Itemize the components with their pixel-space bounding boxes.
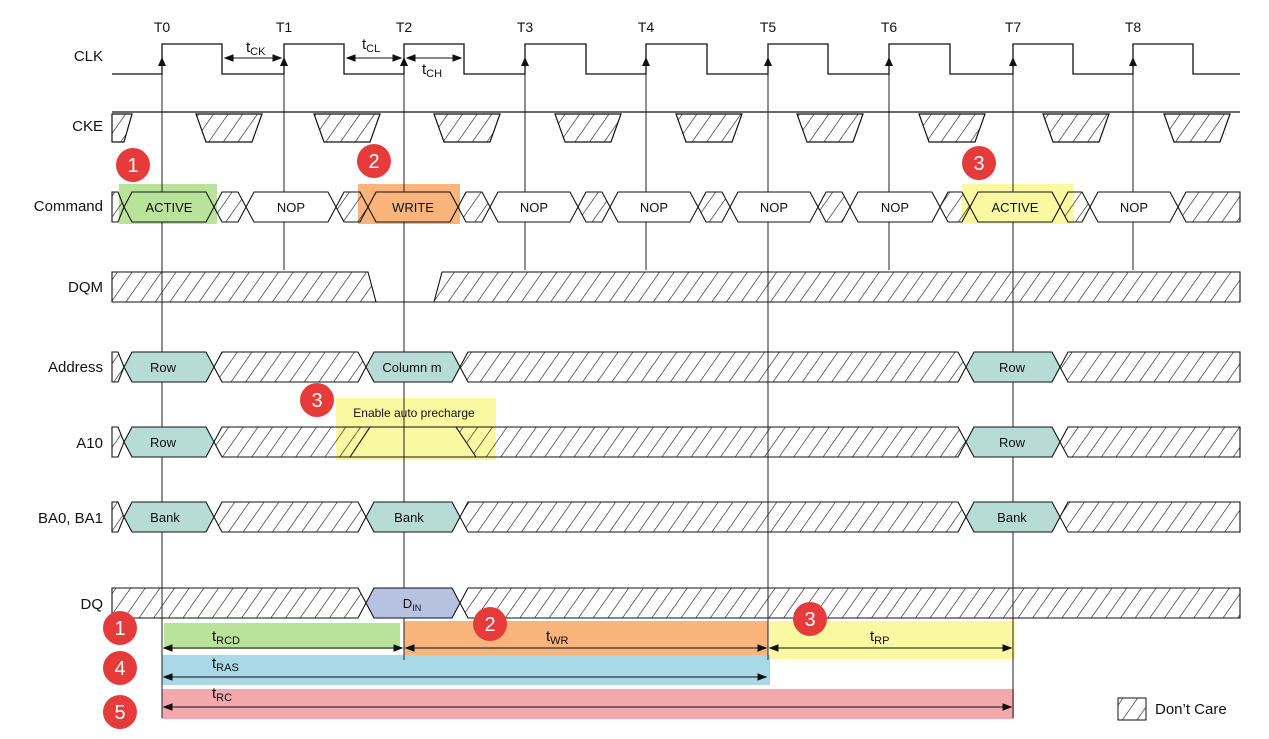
address-row-label: Row [150,360,177,375]
tick-label: T5 [760,19,777,35]
badge-cmd-write: 2 [357,144,391,178]
ba-bank-label: Bank [997,510,1027,525]
badge-trcd: 1 [103,611,137,645]
legend: Don’t Care [1117,697,1227,721]
tick-label: T3 [517,19,534,35]
signal-label-command: Command [34,198,103,215]
svg-text:4: 4 [114,658,125,680]
tick-label: T7 [1005,19,1022,35]
svg-text:5: 5 [114,702,125,724]
signal-label-address: Address [48,359,103,376]
command-label: NOP [881,200,909,215]
ba-waveform [111,501,1241,533]
command-label: NOP [520,200,548,215]
tick-label: T0 [154,19,171,35]
signal-label-dqm: DQM [68,279,103,296]
badge-trp: 3 [793,602,827,636]
tch-annotation [405,54,463,62]
tcl-label: tCL [362,36,380,55]
tras-label: tRAS [212,655,239,674]
tch-label: tCH [422,61,442,80]
badge-twr: 2 [473,607,507,641]
command-label: ACTIVE [146,200,193,215]
tick-label: T4 [638,19,655,35]
svg-text:1: 1 [114,618,125,640]
signal-label-ba: BA0, BA1 [38,510,103,527]
tick-label: T1 [276,19,293,35]
svg-text:1: 1 [127,155,138,177]
tick-label: T6 [881,19,898,35]
ba-bank-label: Bank [394,510,424,525]
tras-bar [162,655,770,685]
ba-bank-label: Bank [150,510,180,525]
badge-cmd-active1: 1 [116,148,150,182]
trc-label: tRC [212,685,232,704]
clock-tick-labels: T0 T1 T2 T3 T4 T5 T6 T7 T8 [154,19,1142,35]
timing-arrows [162,644,1013,711]
trc-bar [162,689,1014,719]
svg-text:2: 2 [484,614,495,636]
clk-rising-edge-arrows [158,57,1137,66]
svg-text:2: 2 [368,151,379,173]
signal-label-clk: CLK [74,48,103,65]
tck-annotation [223,54,283,62]
a10-row2-label: Row [999,435,1026,450]
twr-bar [404,621,768,659]
a10-row-label: Row [150,435,177,450]
address-row2-label: Row [999,360,1026,375]
tick-label: T2 [396,19,413,35]
clk-waveform [112,43,1240,75]
legend-label: Don’t Care [1155,701,1227,718]
signal-label-dq: DQ [81,596,104,613]
badge-cmd-active2: 3 [962,146,996,180]
svg-text:3: 3 [973,153,984,175]
address-column-label: Column m [382,360,441,375]
address-waveform [111,351,1241,383]
dq-din-label: DIN [403,596,421,613]
command-label: NOP [277,200,305,215]
trp-label: tRP [870,628,889,647]
dq-waveform [111,587,1241,619]
command-label: NOP [1120,200,1148,215]
svg-text:3: 3 [804,609,815,631]
signal-label-cke: CKE [72,118,103,135]
command-label: NOP [640,200,668,215]
tcl-annotation [345,54,403,62]
badge-a10-note: 3 [300,383,334,417]
badge-tras: 4 [103,651,137,685]
trcd-label: tRCD [212,628,240,647]
a10-waveform [111,426,1241,458]
auto-precharge-note: Enable auto precharge [353,406,475,420]
legend-hatch-swatch [1117,697,1147,721]
tick-label: T8 [1125,19,1142,35]
tck-label: tCK [246,39,266,58]
command-label: WRITE [392,200,434,215]
command-waveform [111,191,1241,223]
signal-label-a10: A10 [76,435,103,452]
command-label: NOP [760,200,788,215]
command-label: ACTIVE [992,200,1039,215]
command-labels: ACTIVE NOP WRITE NOP NOP NOP NOP ACTIVE … [146,200,1149,215]
svg-text:3: 3 [311,390,322,412]
badge-trc: 5 [103,695,137,729]
dqm-waveform [111,271,1241,303]
trcd-bar [164,623,400,649]
twr-label: tWR [546,628,569,647]
cke-waveform [111,111,1240,143]
